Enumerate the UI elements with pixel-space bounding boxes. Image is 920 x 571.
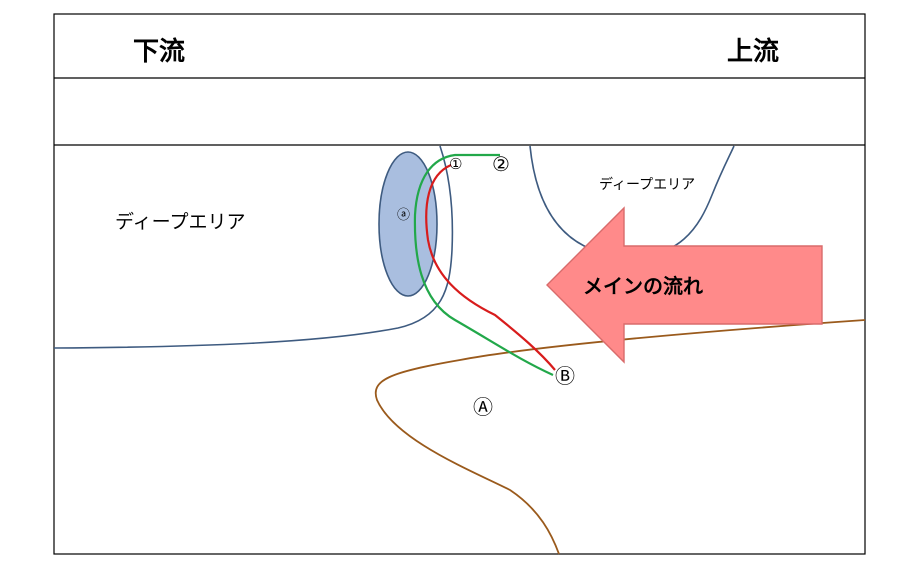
marker-point-A: Ⓐ — [473, 395, 493, 419]
main-flow-label: メインの流れ — [583, 274, 703, 298]
marker-point-B: Ⓑ — [555, 364, 575, 388]
diagram-frame — [53, 13, 866, 555]
deep-area-left-contour — [53, 145, 454, 349]
highlighted-spot — [378, 151, 438, 297]
deep-area-left-label: ディープエリア — [115, 211, 246, 233]
route-red — [425, 163, 556, 371]
marker-point-1: ① — [449, 155, 462, 173]
main-flow-arrow — [546, 206, 823, 364]
marker-point-a-lower: ⓐ — [397, 208, 410, 223]
route-green — [413, 153, 554, 377]
marker-point-2: ② — [492, 152, 510, 176]
downstream-label: 下流 — [133, 37, 185, 67]
deep-area-right-label: ディープエリア — [599, 176, 695, 193]
upstream-label: 上流 — [727, 37, 779, 67]
deep-area-right-contour — [529, 145, 735, 258]
shallow-edge-line — [374, 319, 866, 555]
